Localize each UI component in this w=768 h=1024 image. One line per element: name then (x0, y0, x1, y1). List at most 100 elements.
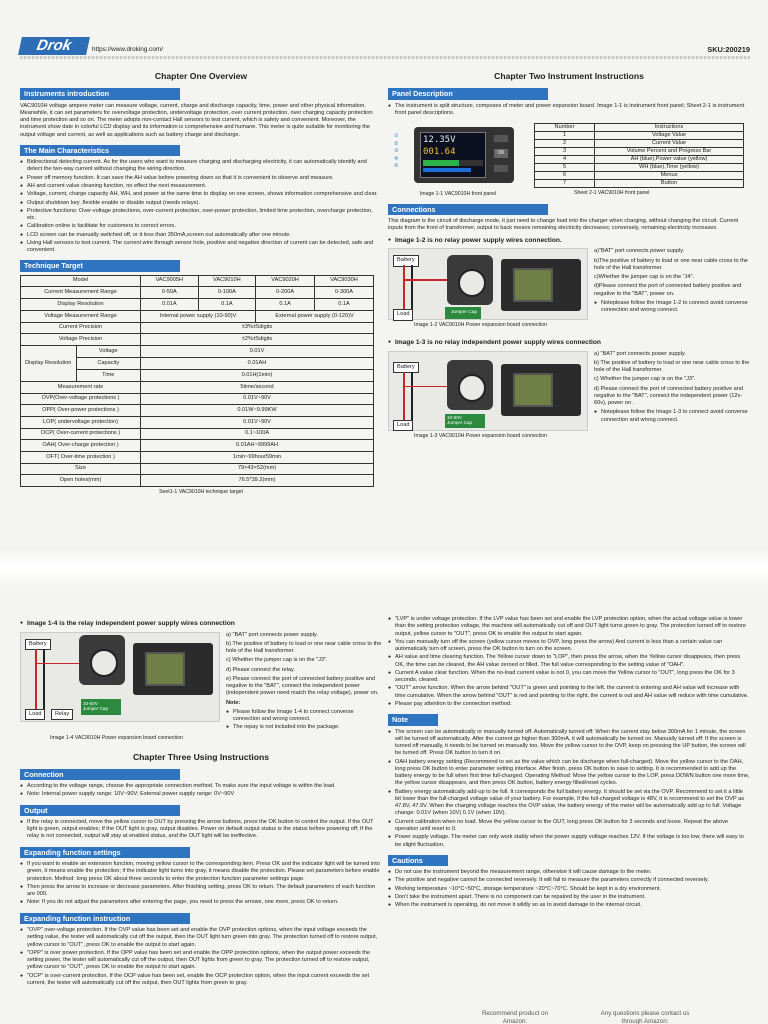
expanding-settings-heading: Expanding function settings (20, 846, 190, 859)
hall-sensor (447, 359, 493, 410)
button-down[interactable] (494, 165, 508, 173)
button-up[interactable] (494, 135, 508, 143)
table-cell: 0.01V (141, 345, 373, 359)
instruction-item: You can manually turn off the screen (ye… (388, 639, 750, 654)
wiring-diagram-1-3: Battery Load 10-60V Jumper Cap (388, 350, 588, 431)
note-item: Battery energy automatically add-up to b… (388, 789, 750, 818)
table-row: OAH( Over-charge protection )0.01AH~9999… (20, 439, 374, 453)
contact-link[interactable]: Any questions please contact us through … (600, 1010, 690, 1024)
wire-to-sensor (35, 662, 85, 665)
image-1-4-notes: a) "BAT" port connects power supply. b) … (226, 632, 382, 733)
wire-to-sensor (403, 279, 453, 281)
table-row: Model VAC9005H VAC9010H VAC9020H VAC9030… (20, 274, 374, 288)
table-row: Display Resolution 0.01A 0.1A 0.1A 0.1A (20, 298, 374, 311)
note-line: c) Whether the jumper cap is on the "J3"… (594, 376, 696, 383)
board-labels: 10-60V Jumper Cap (447, 415, 472, 426)
connection-item: According to the voltage range, choose t… (20, 783, 382, 790)
board-labels: 10-60V Jumper Cap (83, 701, 108, 712)
note-line: a) "BAT" port connects power supply. (226, 631, 318, 638)
characteristics-heading: The Main Characteristics (20, 144, 180, 157)
expanding-instruction-heading: Expanding function instruction (20, 912, 190, 925)
caution-item: Do not use the instrument beyond the mea… (388, 869, 750, 876)
table-row: Display Resolution Voltage Capacity Time… (20, 344, 374, 382)
table-cell: VAC9005H (140, 274, 199, 288)
settings-item: Note: If you do not adjust the parameter… (20, 899, 382, 906)
table-cell: 0.01H(1min) (241, 371, 273, 378)
battery-label: Battery (393, 255, 419, 267)
technique-heading: Technique Target (20, 260, 180, 272)
instruction-item: "OCP" is over-current protection. If the… (20, 973, 382, 988)
progress-bar (423, 160, 483, 167)
note-line: c) Whether the jumper cap is on the "J3"… (226, 657, 328, 664)
table-row: Voltage Precision ±2%±5digits (20, 333, 374, 346)
note-line: Noteplease follow the Image 1-3 to conne… (594, 409, 750, 424)
table-cell: WH (blue),Time (yellow) (594, 163, 744, 173)
table-cell: ±2%±5digits (140, 333, 374, 346)
table-cell: OPP( Over-power protections ) (20, 404, 141, 418)
note-line: b)The positive of battery to load or one… (594, 257, 748, 271)
caution-item: The positive and negative cannot be conn… (388, 877, 750, 884)
image-1-4-caption: Image 1-4 VAC9010H Power expansion board… (50, 734, 183, 741)
table-cell: Capacity (76, 357, 140, 370)
recommend-link[interactable]: Recommend product on Amazon: (481, 1010, 549, 1024)
connections-text: This diagram is the circuit of discharge… (388, 218, 739, 232)
caution-item: Don't take the instrument apart. There i… (388, 894, 750, 901)
sku-label: SKU:200219 (707, 45, 750, 54)
settings-item: Then press the arrow to increase or decr… (20, 884, 382, 899)
image-1-1-caption: Image 1-1 VAC9010H front panel (419, 191, 497, 198)
note-item: OAH battery energy setting (Recommend to… (388, 759, 750, 788)
table-cell: Open holes(mm) (20, 474, 141, 488)
table-row: LOP( undervoltage protection)0.01V~90V (20, 416, 374, 429)
table-cell: Instructions (594, 123, 744, 133)
note-item: Power supply voltage. The meter can only… (388, 834, 750, 849)
battery-label: Battery (25, 638, 51, 650)
feature-item: Calibration online is facilitate for cus… (20, 223, 382, 230)
ah-bar (423, 168, 471, 173)
note-label: Note: (226, 699, 241, 706)
feature-item: LCD screen can be manually switched off,… (20, 232, 382, 239)
table-cell: 0.01V~90V (140, 416, 374, 429)
note-line: a)"BAT" port connects power supply. (594, 248, 685, 255)
table-cell: 5 (534, 163, 595, 173)
table-caption: Seet1-1 VAC9010H technique target (159, 489, 243, 496)
image-1-2-caption: Image 1-2 VAC9010H Power expansion board… (414, 322, 547, 329)
voltage-label: 10-60V (447, 414, 462, 420)
load-label: Load (393, 309, 414, 321)
table-cell: 0.01A (140, 298, 199, 311)
wiring-diagram-1-4: Battery Load Relay 10-60V Jumper Cap (20, 631, 220, 722)
table-cell: Voltage Measurement Range (20, 309, 141, 323)
table-row: Voltage Measurement Range Internal power… (20, 309, 374, 323)
table-cell: VAC9030H (314, 274, 374, 288)
chapter-one-title: Chapter One Overview (154, 71, 248, 81)
table-cell: 0.01V 0.01AH 0.01H(1min) (140, 344, 374, 382)
table-cell: 3 (534, 147, 595, 157)
chapter-three-title: Chapter Three Using Instructions (132, 751, 270, 762)
panel-heading: Panel Description (388, 88, 548, 100)
meter-back (501, 259, 581, 312)
table-cell: Button (594, 179, 744, 189)
table-cell: OFT( Over-time protection ) (20, 451, 141, 464)
website-url[interactable]: https://www.droking.com/ (92, 46, 164, 53)
feature-item: AH and current value cleaning function, … (20, 183, 382, 190)
ok-button[interactable]: OK (494, 149, 508, 159)
intro-text: VAC9010H voltage ampere meter can measur… (20, 102, 373, 138)
table-cell: 0.1~100A (140, 427, 374, 441)
table-cell: 1min~99hour59min (140, 451, 374, 464)
image-1-2-row: Battery Load Jumper Cap a)"BAT" port con… (388, 248, 750, 321)
jumper-label: Jumper Cap (83, 706, 109, 712)
table-row: Current Measurement Range 0-50A 0-100A 0… (20, 286, 374, 300)
caution-item: Working temperature ~10°C~50°C, storage … (388, 886, 750, 893)
table-cell: 2 (534, 139, 595, 149)
table-cell: 0.01AH (141, 357, 373, 370)
table-cell: 76.5*39.2(mm) (140, 474, 374, 488)
instruction-item: "OUT" arrow function. When the arrow beh… (388, 685, 750, 700)
meter-back (501, 363, 581, 416)
connections-heading: Connections (388, 203, 548, 216)
table-cell: 0-50A (140, 286, 199, 300)
